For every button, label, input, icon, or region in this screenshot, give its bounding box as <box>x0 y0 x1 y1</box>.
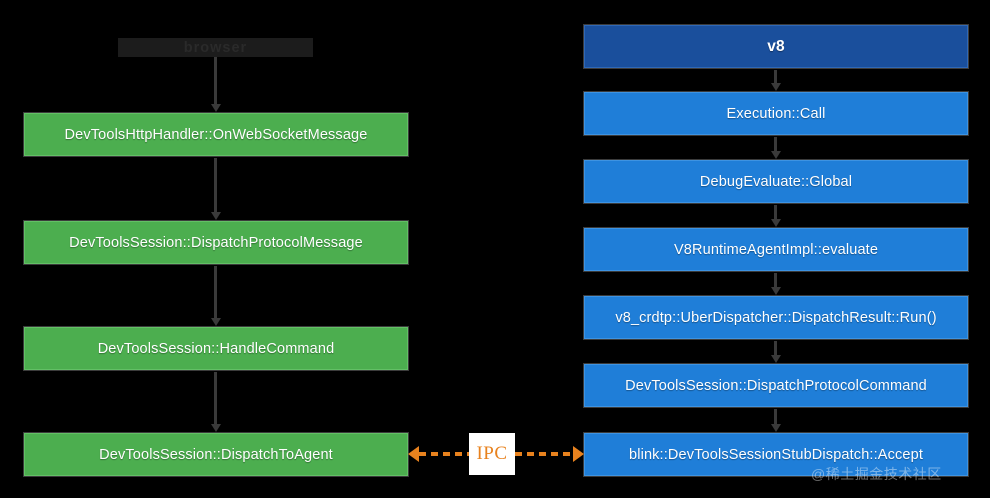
connector-v8-3-to-4 <box>774 341 777 356</box>
connector-browser-title-to-0 <box>214 57 217 105</box>
ipc-arrow-right-icon <box>573 446 584 462</box>
node-devtoolssession-dispatchtoagent[interactable]: DevToolsSession::DispatchToAgent <box>24 433 408 476</box>
connector-v8-0-to-1 <box>774 137 777 152</box>
connector-v8-header-to-0 <box>774 70 777 84</box>
connector-v8-2-to-3 <box>774 273 777 288</box>
ipc-label: IPC <box>469 433 515 475</box>
ipc-arrow-left-icon <box>408 446 419 462</box>
node-debugevaluate-global[interactable]: DebugEvaluate::Global <box>584 160 968 203</box>
node-execution-call[interactable]: Execution::Call <box>584 92 968 135</box>
connector-browser-0-to-1 <box>214 158 217 213</box>
node-v8runtimeagentimpl-evaluate[interactable]: V8RuntimeAgentImpl::evaluate <box>584 228 968 271</box>
node-v8-crdtp-uberdispatcher-dispatchresult-run[interactable]: v8_crdtp::UberDispatcher::DispatchResult… <box>584 296 968 339</box>
watermark: @稀土掘金技术社区 <box>811 466 942 482</box>
node-devtoolshttphandler-onwebsocketmessage[interactable]: DevToolsHttpHandler::OnWebSocketMessage <box>24 113 408 156</box>
node-devtoolssession-dispatchprotocolmessage[interactable]: DevToolsSession::DispatchProtocolMessage <box>24 221 408 264</box>
node-devtoolssession-dispatchprotocolcommand[interactable]: DevToolsSession::DispatchProtocolCommand <box>584 364 968 407</box>
browser-column-title: browser <box>118 38 313 57</box>
connector-browser-1-to-2 <box>214 266 217 319</box>
node-devtoolssession-handlecommand[interactable]: DevToolsSession::HandleCommand <box>24 327 408 370</box>
node-v8-header[interactable]: v8 <box>584 25 968 68</box>
connector-v8-4-to-5 <box>774 409 777 425</box>
connector-v8-1-to-2 <box>774 205 777 220</box>
node-blink-devtoolssessionstubdispatch-accept[interactable]: blink::DevToolsSessionStubDispatch::Acce… <box>584 433 968 476</box>
connector-browser-2-to-3 <box>214 372 217 425</box>
